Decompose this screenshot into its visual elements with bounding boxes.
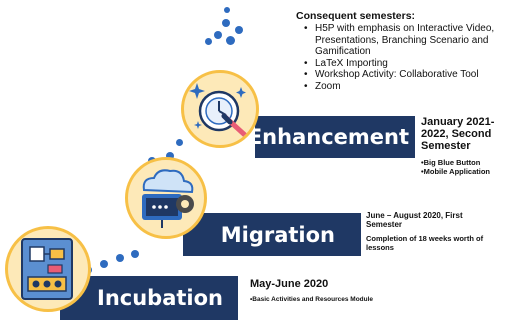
incubation-bar: Incubation (60, 276, 238, 320)
magic-wand-clock-icon (189, 83, 249, 139)
trail-dot (131, 250, 139, 258)
trail-dot (176, 139, 183, 146)
cloud-computer-gear-icon (142, 169, 194, 228)
migration-text: June – August 2020, First Semester Compl… (366, 211, 504, 252)
incubation-text: May-June 2020 •Basic Activities and Reso… (250, 278, 504, 304)
list-item: H5P with emphasis on Interactive Video, … (304, 23, 502, 58)
consequent-list: H5P with emphasis on Interactive Video, … (304, 23, 502, 92)
trail-dot (116, 254, 124, 262)
trail-dot (235, 26, 243, 34)
note-line: Completion of 18 weeks worth of (366, 234, 484, 244)
trail-dot (214, 31, 222, 39)
note-line: •Big Blue Button (421, 157, 481, 167)
enhancement-icon-ring (181, 70, 259, 148)
enhancement-notes: •Big Blue Button •Mobile Application (421, 158, 505, 176)
migration-date: June – August 2020, First Semester (366, 211, 504, 229)
enhancement-label: Enhancement (247, 125, 409, 149)
consequent-heading: Consequent semesters: (296, 10, 416, 22)
enhancement-bar: Enhancement (248, 116, 415, 158)
migration-icon-ring (125, 157, 207, 239)
list-item: Zoom (304, 81, 502, 93)
consequent-semesters: Consequent semesters: H5P with emphasis … (296, 10, 502, 92)
enhancement-date: January 2021- 2022, Second Semester (421, 116, 505, 153)
trail-dot (100, 260, 108, 268)
date-line: January 2021- (421, 116, 495, 128)
migration-bar: Migration (183, 213, 361, 256)
trail-dot (226, 36, 235, 45)
incubation-icon-ring (5, 226, 91, 312)
date-line: June – August 2020, First (366, 211, 463, 220)
list-item: LaTeX Importing (304, 58, 502, 70)
trail-dot (224, 7, 230, 13)
note-line: •Mobile Application (421, 166, 491, 176)
incubation-note: •Basic Activities and Resources Module (250, 295, 374, 303)
date-line: Semester (421, 139, 471, 152)
trail-dot (205, 38, 212, 45)
date-line: 2022, Second (421, 127, 492, 140)
incubation-date: May-June 2020 (250, 278, 329, 290)
incubation-label: Incubation (97, 286, 223, 310)
note-line: lessons (366, 243, 394, 253)
trail-dot (222, 19, 230, 27)
enhancement-text: January 2021- 2022, Second Semester •Big… (421, 116, 505, 176)
date-line: Semester (366, 219, 403, 229)
list-item: Workshop Activity: Collaborative Tool (304, 69, 502, 81)
circuit-board-icon (21, 238, 73, 300)
migration-note: Completion of 18 weeks worth of lessons (366, 234, 504, 252)
migration-label: Migration (220, 222, 335, 247)
trail-dot (166, 152, 174, 160)
